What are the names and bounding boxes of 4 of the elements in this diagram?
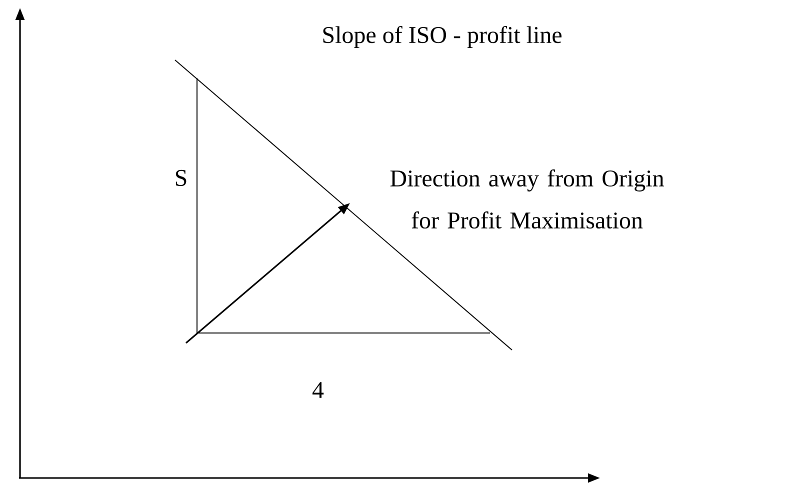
axis-label: 4 <box>312 382 324 398</box>
annotation: Direction away from Origin for Profit Maximisation <box>390 169 664 229</box>
chart-title: Slope of ISO - profit line <box>323 26 562 48</box>
axis-label: S <box>176 170 186 186</box>
